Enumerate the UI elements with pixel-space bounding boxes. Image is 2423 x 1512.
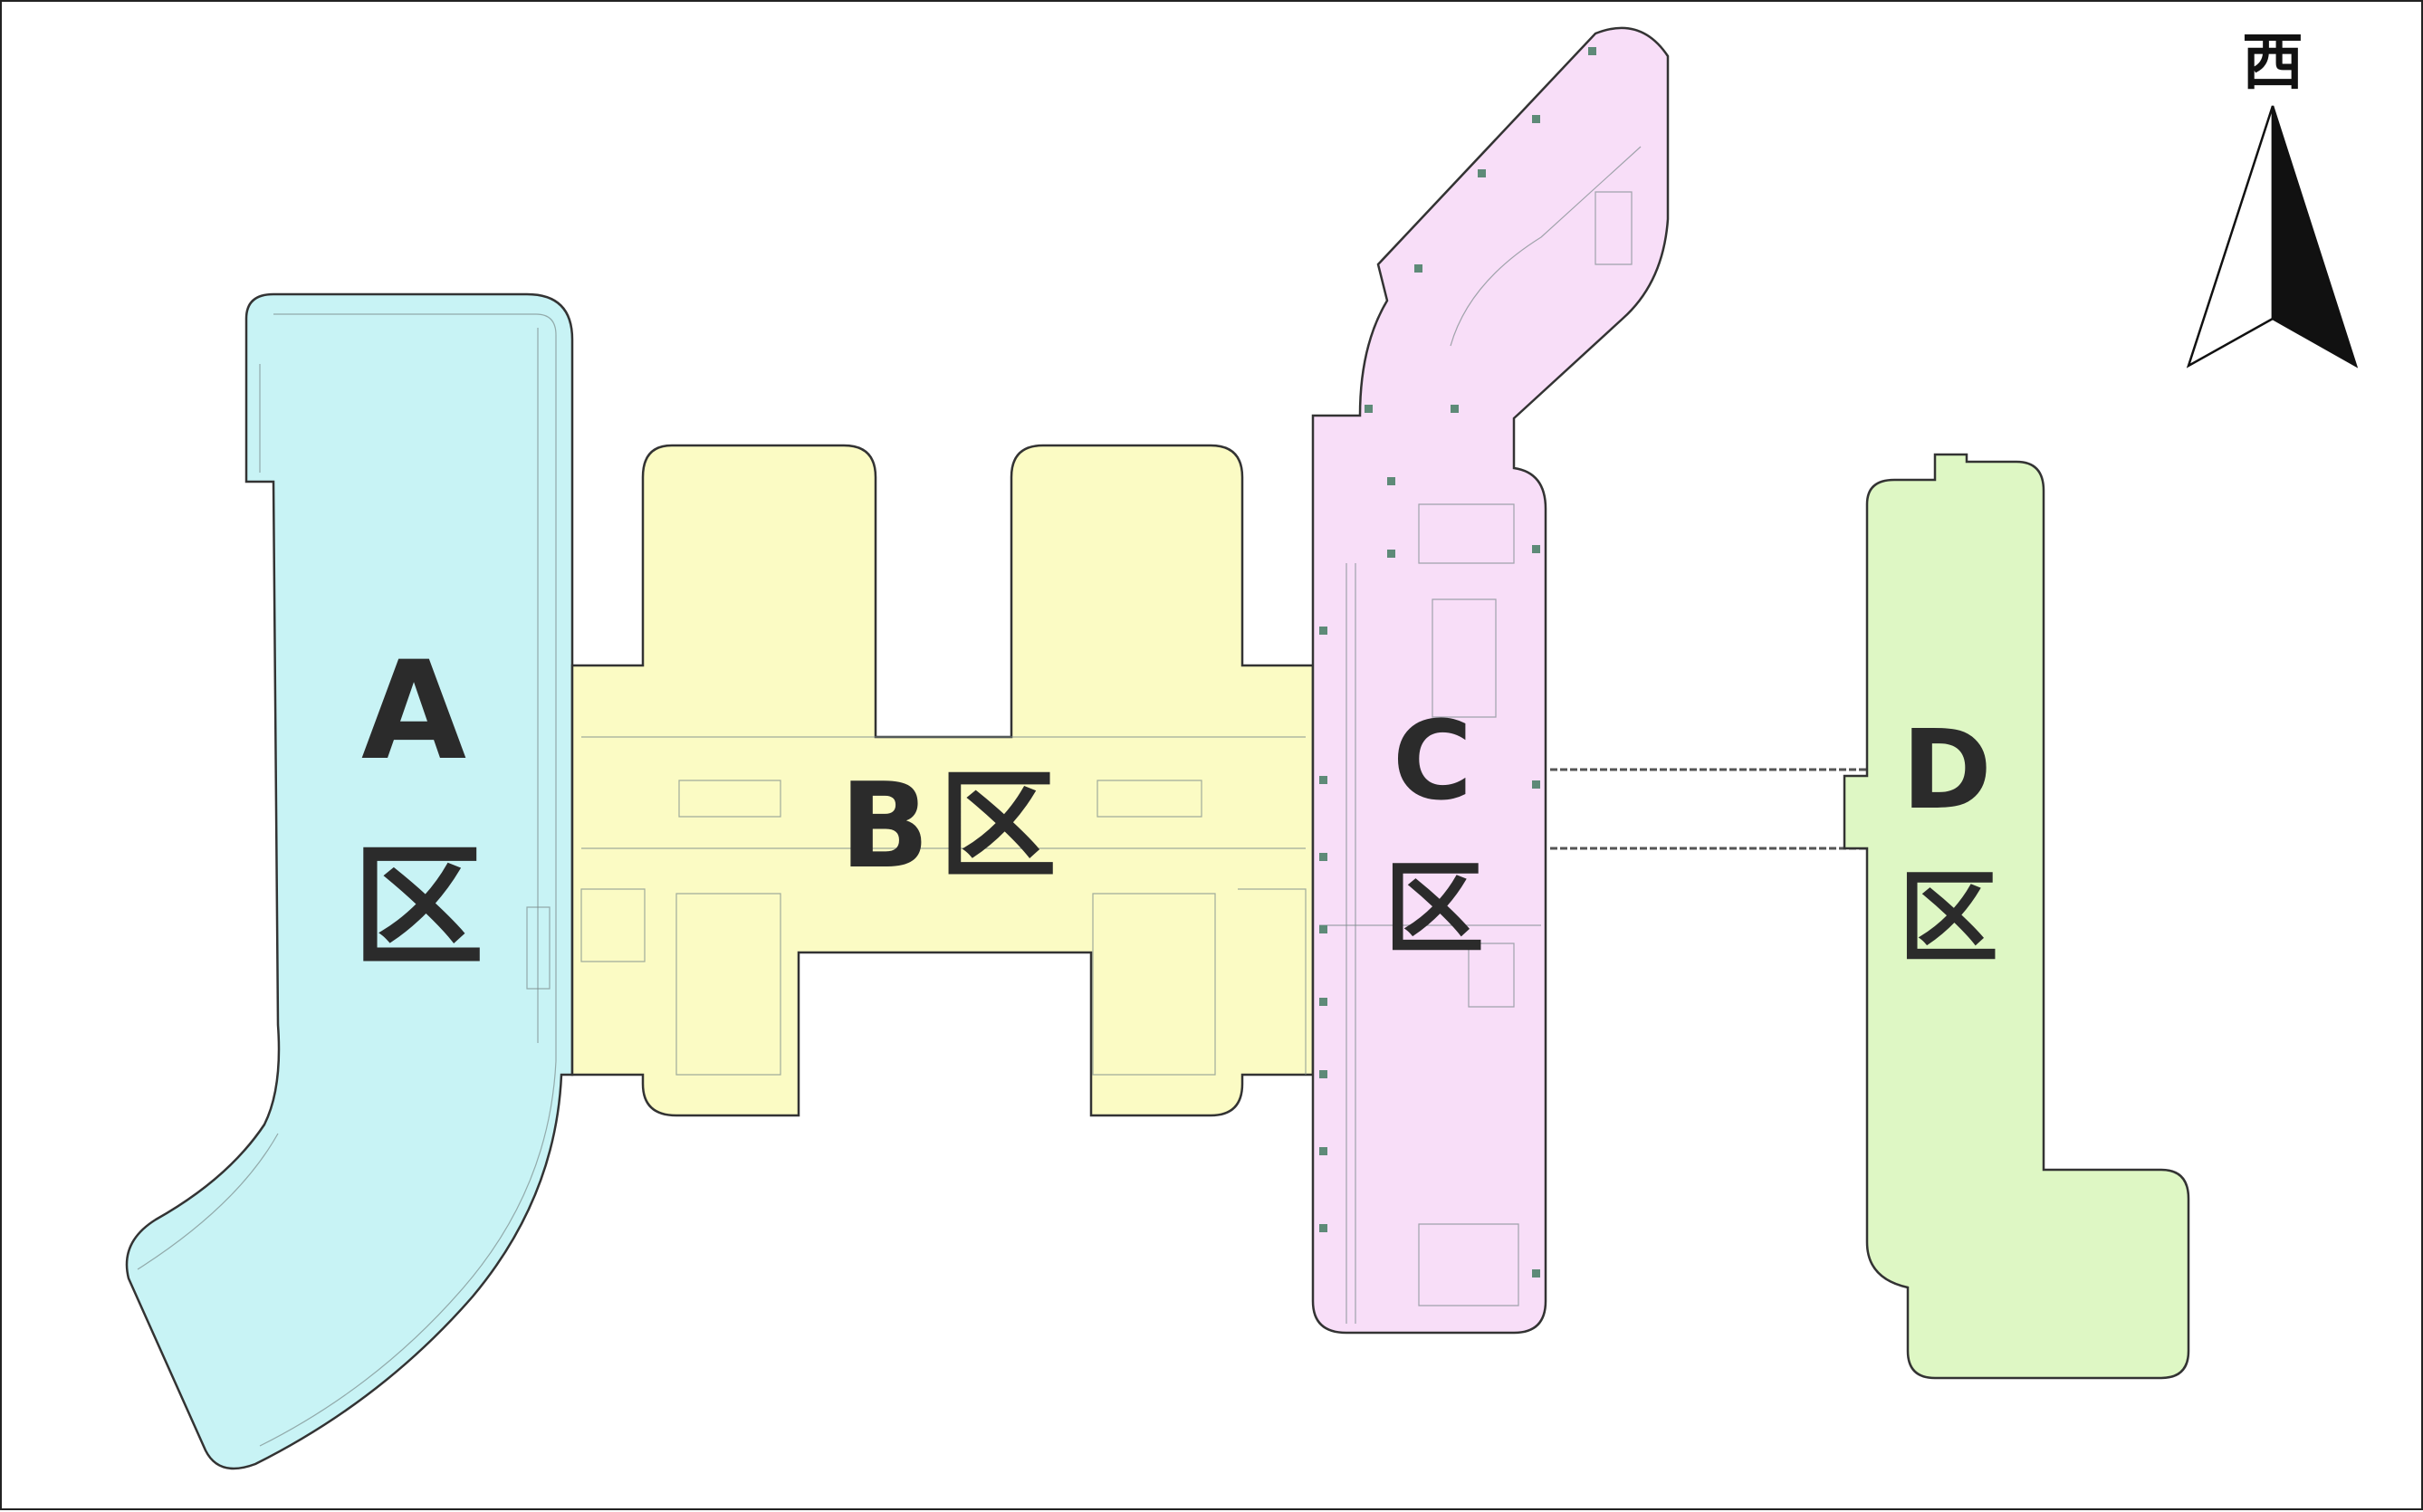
zone-c-char: 区: [1384, 851, 1484, 967]
skybridge-connector: [1550, 768, 1867, 850]
north-arrow-icon: 西: [2186, 27, 2359, 368]
zone-a[interactable]: [125, 292, 574, 1470]
column-markers: [1319, 47, 1596, 1278]
zone-a-letter: A: [361, 633, 466, 790]
zone-b-char: 区: [939, 757, 1057, 895]
zone-b[interactable]: [570, 444, 1315, 1117]
zone-c-shape: [1311, 26, 1670, 1335]
zone-b-shape: [570, 444, 1315, 1117]
zone-c-letter: C: [1393, 699, 1472, 825]
zone-a-shape: [125, 292, 574, 1470]
zone-b-letter: B: [839, 757, 929, 895]
zone-d-shape: [1843, 453, 2190, 1380]
zone-d-letter: D: [1901, 708, 1992, 834]
zone-d[interactable]: [1843, 453, 2190, 1380]
zone-a-char: 区: [353, 831, 484, 984]
north-arrow-label: 西: [2242, 27, 2303, 99]
zone-d-char: 区: [1899, 860, 1998, 976]
zone-c[interactable]: [1311, 26, 1670, 1335]
